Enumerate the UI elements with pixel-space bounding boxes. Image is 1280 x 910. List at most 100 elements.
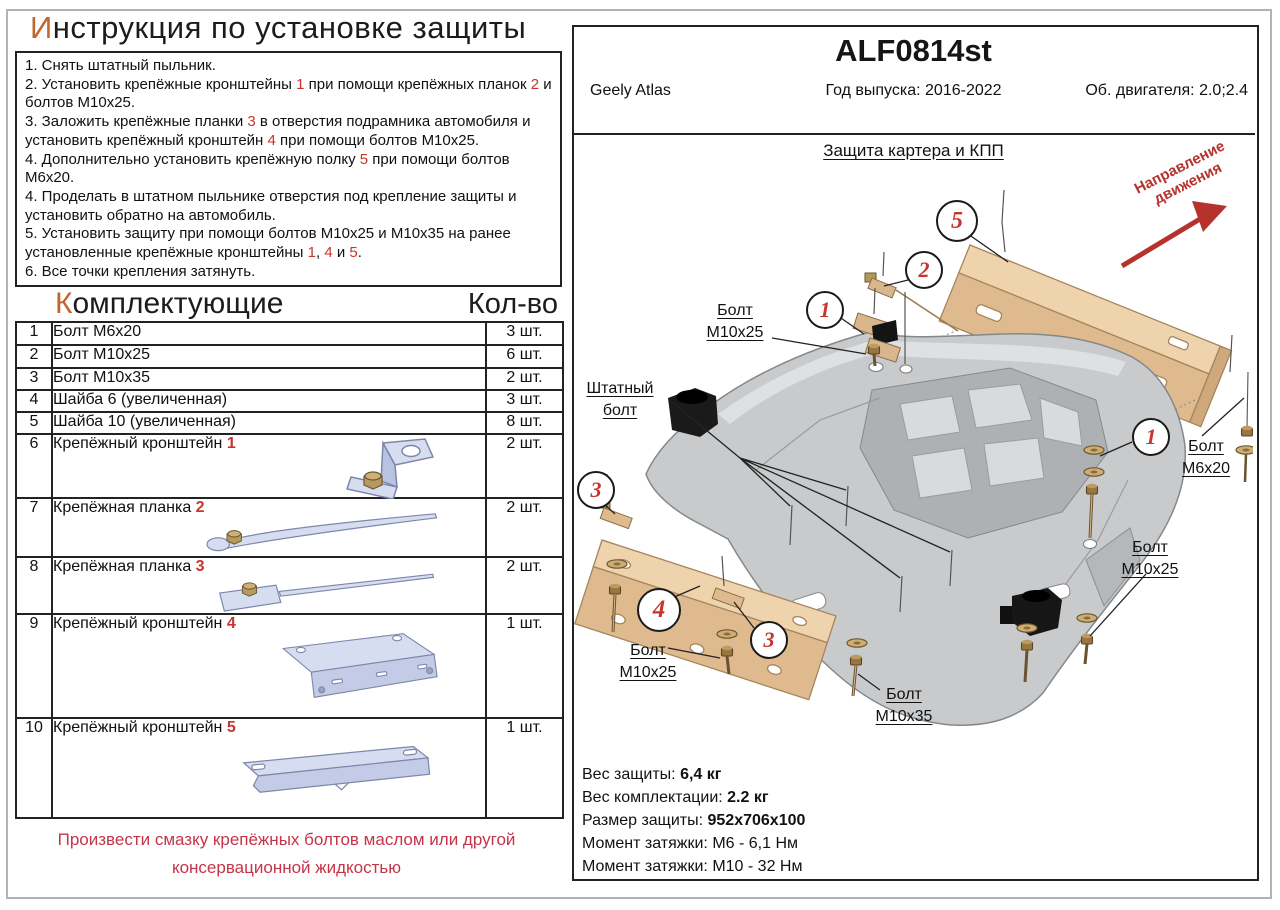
- instruction-item: 5. Установить защиту при помощи болтов М…: [25, 225, 511, 262]
- bracket-1-drawing: [346, 438, 435, 499]
- part-name: Крепёжный кронштейн 5: [51, 717, 487, 819]
- top-mount-assembly: [852, 251, 959, 367]
- installation-steps: 1. Снять штатный пыльник.2. Установить к…: [15, 51, 562, 287]
- bolt-m10x35-stack: [846, 638, 868, 697]
- part-number: 1: [15, 321, 53, 346]
- parts-title: Комплектующие: [55, 287, 284, 320]
- bolt-stack-left: [606, 559, 628, 633]
- part-number: 6: [15, 433, 53, 499]
- callout-1-top: 1: [806, 291, 844, 329]
- production-years: Год выпуска: 2016-2022: [825, 82, 1002, 99]
- part-qty: 1 шт.: [485, 613, 564, 719]
- product-code: ALF0814st: [835, 33, 992, 68]
- spec-line: Момент затяжки: М6 - 6,1 Нм: [582, 835, 799, 852]
- part-name: Крепёжный кронштейн 4: [51, 613, 487, 719]
- instruction-item: 4. Проделать в штатном пыльнике отверсти…: [25, 187, 517, 224]
- instruction-item: 3. Заложить крепёжные планки 3 в отверст…: [25, 113, 531, 149]
- part-qty: 3 шт.: [485, 321, 564, 346]
- diagram-title: Защита картера и КПП: [823, 141, 1004, 160]
- bolt-stack-right: [1076, 613, 1098, 665]
- leader-lines: [601, 233, 1245, 691]
- part-name: Шайба 6 (увеличенная): [51, 389, 487, 413]
- bolt-stack-under-bracket: [716, 629, 738, 675]
- instruction-item: 6. Все точки крепления затянуть.: [25, 262, 256, 280]
- exploded-diagram: [574, 189, 1253, 726]
- part-qty: 6 шт.: [485, 344, 564, 369]
- bracket-5-drawing: [242, 745, 431, 793]
- header-divider: [572, 133, 1255, 135]
- callout-3-bottom: 3: [750, 621, 788, 659]
- direction-arrow: [1120, 201, 1227, 269]
- callout-2: 2: [905, 251, 943, 289]
- parts-header: Комплектующие Кол-во: [15, 287, 558, 320]
- title-rest: нструкция по установке защиты: [52, 10, 527, 45]
- part-qty: 1 шт.: [485, 717, 564, 819]
- strap-3-drawing: [218, 573, 435, 612]
- part-name: Болт М10х25: [51, 344, 487, 369]
- part-number: 2: [15, 344, 53, 369]
- instruction-item: 4. Дополнительно установить крепёжную по…: [25, 150, 510, 187]
- spec-sheet-frame: [572, 25, 1259, 881]
- spec-line: Размер защиты: 952х706х100: [582, 812, 806, 829]
- part-name: Шайба 10 (увеличенная): [51, 411, 487, 435]
- page-frame: [6, 9, 1272, 899]
- bracket-4-drawing: [281, 633, 438, 698]
- callout-1-right: 1: [1132, 418, 1170, 456]
- spec-list: Вес защиты: 6,4 кг Вес комплектации: 2.2 …: [582, 763, 805, 878]
- callout-4: 4: [637, 588, 681, 632]
- part-number: 9: [15, 613, 53, 719]
- spec-line: Вес защиты: 6,4 кг: [582, 766, 722, 783]
- title-initial: И: [30, 10, 53, 45]
- part-name: Крепёжная планка 3: [51, 556, 487, 615]
- rubber-cushion-left: [668, 388, 718, 437]
- part-qty: 2 шт.: [485, 497, 564, 558]
- qty-column-title: Кол-во: [467, 288, 558, 320]
- part-name: Болт М10х35: [51, 367, 487, 391]
- part-qty: 2 шт.: [485, 367, 564, 391]
- part-number: 7: [15, 497, 53, 558]
- strap-2-drawing: [206, 513, 438, 552]
- callout-5: 5: [936, 200, 978, 242]
- part-number: 3: [15, 367, 53, 391]
- spec-line: Момент затяжки: М10 - 32 Нм: [582, 858, 803, 875]
- part-number: 4: [15, 389, 53, 413]
- callout-3-left: 3: [577, 471, 615, 509]
- part-number: 8: [15, 556, 53, 615]
- bolt-stack-bottom-center: [1016, 623, 1038, 683]
- instruction-item: 1. Снять штатный пыльник.: [25, 57, 216, 74]
- part-number: 5: [15, 411, 53, 435]
- part-name: Крепёжная планка 2: [51, 497, 487, 558]
- part-name: Крепёжный кронштейн 1: [51, 433, 487, 499]
- instruction-item: 2. Установить крепёжные кронштейны 1 при…: [25, 75, 552, 112]
- part-qty: 2 шт.: [485, 433, 564, 499]
- page-title: Инструкция по установке защиты: [30, 10, 526, 46]
- strap3-bottom: [711, 555, 745, 610]
- lubrication-note: Произвести смазку крепёжных болтов масло…: [57, 830, 516, 877]
- part-name: Болт М6х20: [51, 321, 487, 346]
- car-model: Geely Atlas: [590, 82, 671, 99]
- engine-volume: Об. двигателя: 2.0;2.4: [1085, 82, 1248, 99]
- bolt-m6-far-right: [1235, 371, 1253, 483]
- spec-line: Вес комплектации: 2.2 кг: [582, 789, 769, 806]
- bolt-stack-center-right: [1083, 445, 1105, 539]
- part-qty: 2 шт.: [485, 556, 564, 615]
- part-qty: 8 шт.: [485, 411, 564, 435]
- part-qty: 3 шт.: [485, 389, 564, 413]
